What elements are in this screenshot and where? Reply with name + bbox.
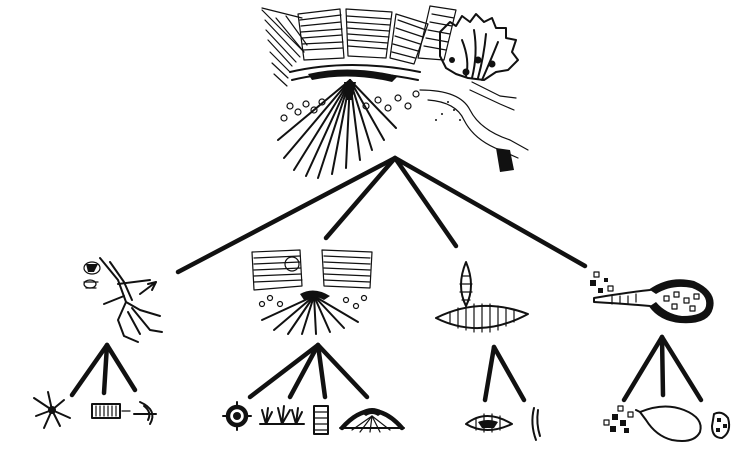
edge-b2-leaf-2b: [290, 345, 318, 397]
leaf-node-4a: [604, 406, 633, 433]
edge-b4-leaf-4b: [662, 337, 663, 395]
edge-root-branch-3: [395, 158, 456, 246]
edge-b3-leaf-3b: [494, 347, 524, 400]
branch-node-2: [252, 250, 372, 334]
edge-b1-leaf-1b: [104, 345, 107, 393]
leaf-node-3b: [532, 408, 540, 440]
leaf-node-2d: [340, 408, 404, 432]
branch-node-1: [84, 258, 162, 342]
edge-b4-leaf-4c: [662, 337, 701, 400]
leaf-node-3a: [466, 414, 512, 432]
leaf-node-2a: [223, 402, 251, 430]
edge-b4-leaf-4a: [624, 337, 662, 400]
root-node-master-plan: [262, 6, 528, 178]
leaf-node-4c: [712, 413, 729, 438]
edge-root-branch-2: [326, 158, 395, 238]
leaf-node-2b: [260, 406, 304, 424]
leaf-node-1b: [92, 404, 130, 418]
branch-node-4: [590, 272, 713, 322]
leaf-node-4b: [636, 406, 701, 441]
leaf-node-1a: [34, 392, 70, 428]
edge-b1-leaf-1a: [72, 345, 107, 395]
leaf-node-1c: [134, 402, 156, 424]
branch-node-3: [436, 262, 528, 332]
edge-b3-leaf-3a: [485, 347, 494, 400]
edge-b2-leaf-2a: [250, 345, 318, 397]
edge-root-branch-4: [395, 158, 585, 266]
edge-b1-leaf-1c: [107, 345, 135, 390]
leaf-node-2c: [314, 406, 328, 434]
edge-root-branch-1: [178, 158, 395, 272]
